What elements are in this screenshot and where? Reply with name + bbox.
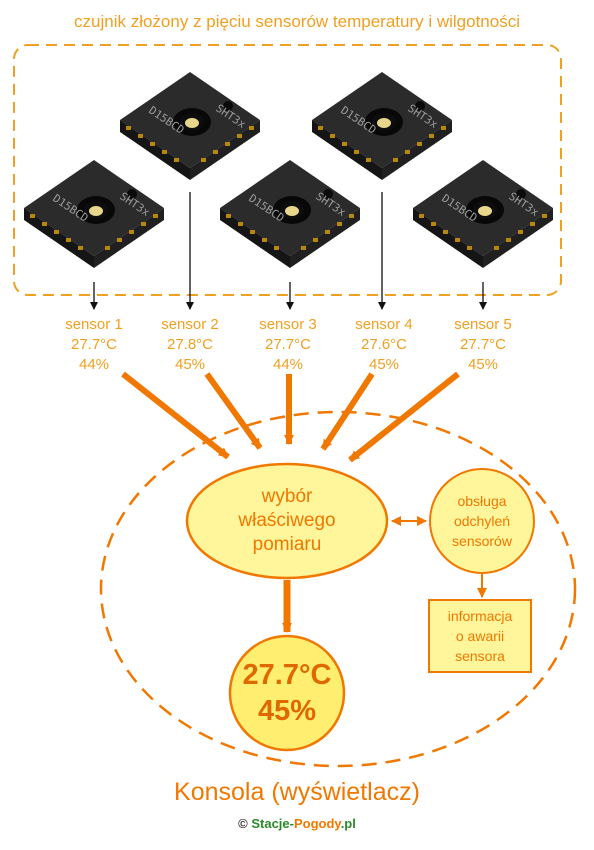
copyright: © Stacje-Pogody.pl — [0, 816, 594, 831]
sensor-3-humidity: 44% — [272, 356, 304, 373]
sensor-3-reading: sensor 3 27.7°C 44% — [233, 315, 343, 375]
sensor-frame — [13, 44, 562, 296]
sensor-1-humidity: 44% — [78, 356, 110, 373]
copyright-site-part3: .pl — [340, 816, 356, 831]
selection-line-1: wybór — [261, 486, 313, 507]
failure-line-3: sensora — [455, 648, 505, 664]
result-label: 27.7°C 45% — [230, 636, 344, 750]
sensor-5-reading: sensor 5 27.7°C 45% — [428, 315, 538, 375]
sensor-1-reading: sensor 1 27.7°C 44% — [39, 315, 149, 375]
result-humidity: 45% — [257, 695, 317, 727]
failure-line-1: informacja — [447, 608, 513, 624]
deviation-label: obsługa odchyleń sensorów — [430, 469, 534, 573]
deviation-line-3: sensorów — [452, 533, 512, 549]
selection-line-3: pomiaru — [252, 534, 322, 555]
failure-line-2: o awarii — [455, 628, 505, 644]
sensor-4-reading: sensor 4 27.6°C 45% — [329, 315, 439, 375]
sensor-3-temperature: 27.7°C — [264, 336, 312, 353]
chip-sensor-2: SHT3x D15BCD — [120, 72, 260, 180]
selection-line-2: właściwego — [238, 510, 336, 531]
deviation-line-1: obsługa — [457, 493, 507, 509]
console-boundary — [99, 410, 577, 768]
sensor-5-humidity: 45% — [467, 356, 499, 373]
sensor-output-arrows — [90, 192, 487, 310]
failure-node — [428, 599, 532, 673]
chip-sensor-3: SHT3x D15BCD — [220, 160, 360, 268]
result-temperature: 27.7°C — [242, 659, 332, 691]
sensor-1-name: sensor 1 — [65, 316, 123, 333]
sensor-4-name: sensor 4 — [355, 316, 413, 333]
selection-node — [185, 462, 389, 580]
sensor-2-name: sensor 2 — [161, 316, 219, 333]
sensor-1-temperature: 27.7°C — [70, 336, 118, 353]
sensor-4-temperature: 27.6°C — [360, 336, 408, 353]
deviation-line-2: odchyleń — [453, 513, 511, 529]
copyright-symbol: © — [238, 816, 248, 831]
chip-sensor-4: SHT3x D15BCD — [312, 72, 452, 180]
copyright-site-part2: Pogody — [293, 816, 341, 831]
sensor-group-title: czujnik złożony z pięciu sensorów temper… — [74, 12, 520, 31]
failure-label: informacja o awarii sensora — [429, 600, 531, 672]
chip-sensor-1: SHT3x D15BCD — [24, 160, 164, 268]
copyright-site-part1: Stacje- — [251, 816, 294, 831]
sensor-5-temperature: 27.7°C — [459, 336, 507, 353]
console-label: Konsola (wyświetlacz) — [174, 778, 420, 806]
chip-sensor-5: SHT3x D15BCD — [413, 160, 553, 268]
sensor-2-temperature: 27.8°C — [166, 336, 214, 353]
measurement-flow-arrows — [121, 371, 460, 463]
result-node — [228, 634, 346, 752]
sensor-2-reading: sensor 2 27.8°C 45% — [135, 315, 245, 375]
selection-label: wybór właściwego pomiaru — [187, 464, 387, 578]
sensor-2-humidity: 45% — [174, 356, 206, 373]
sensor-4-humidity: 45% — [368, 356, 400, 373]
sensor-3-name: sensor 3 — [259, 316, 317, 333]
sensor-5-name: sensor 5 — [454, 316, 512, 333]
